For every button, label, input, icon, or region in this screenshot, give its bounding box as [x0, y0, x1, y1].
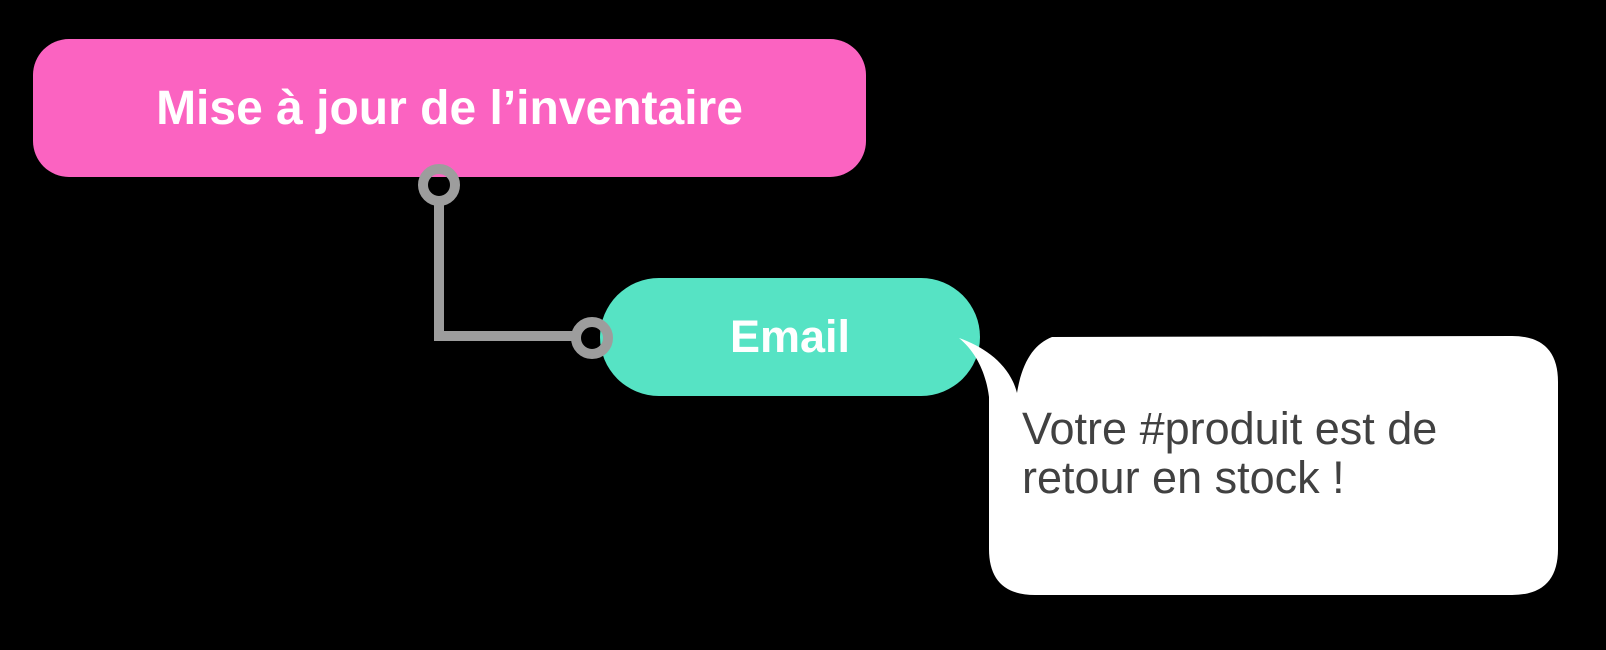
trigger-node-label: Mise à jour de l’inventaire — [156, 81, 743, 135]
bubble-text-line1: Votre #produit est de — [1022, 403, 1438, 454]
bubble-text: Votre #produit est de retour en stock ! — [1022, 404, 1512, 502]
bubble-text-line2: retour en stock ! — [1022, 452, 1345, 503]
action-node-label: Email — [729, 311, 851, 362]
